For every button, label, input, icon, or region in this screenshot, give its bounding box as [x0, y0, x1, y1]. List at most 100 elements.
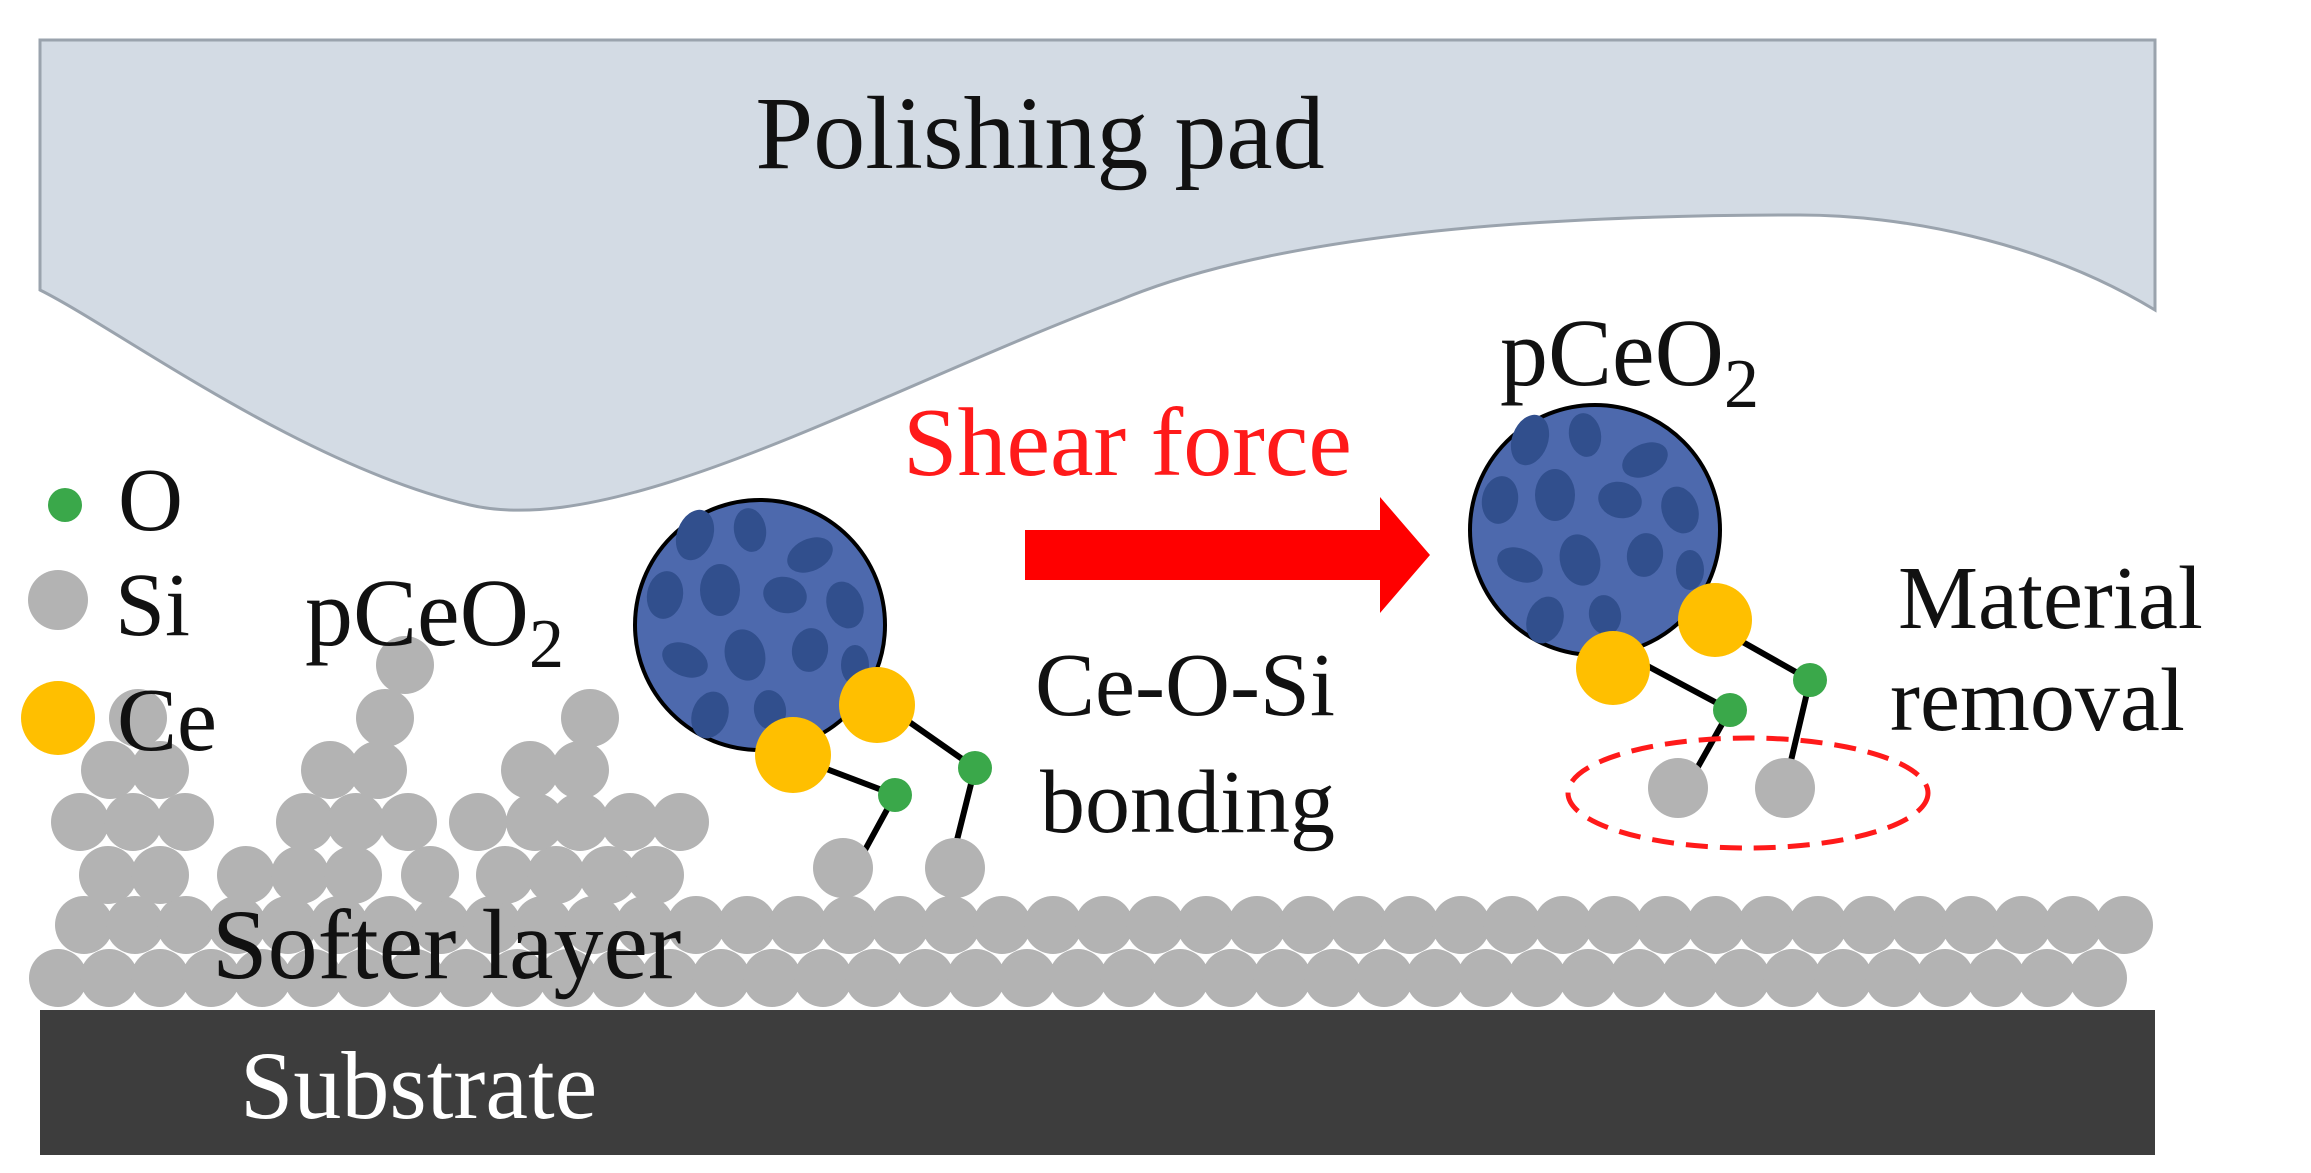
- si-atom: [1967, 949, 2025, 1007]
- si-atom: [1024, 896, 1082, 954]
- o-atom: [958, 751, 992, 785]
- polishing-pad: Polishing pad: [38, 38, 2157, 512]
- si-atom: [157, 896, 215, 954]
- si-atom: [565, 896, 623, 954]
- ce-legend-icon: [21, 681, 95, 755]
- si-atom: [412, 896, 470, 954]
- particle-spot: [787, 537, 833, 573]
- particle-spot: [826, 581, 864, 629]
- si-atom: [1687, 896, 1745, 954]
- si-atom: [743, 949, 801, 1007]
- si-atom: [514, 896, 572, 954]
- si-atom: [356, 689, 414, 747]
- si-atom: [2095, 896, 2153, 954]
- particle-spot: [700, 564, 740, 616]
- si-atom: [651, 793, 709, 851]
- material-removal-label: Material: [1898, 549, 2203, 648]
- si-atom: [947, 949, 1005, 1007]
- si-atom: [476, 846, 534, 904]
- si-atom: [1330, 896, 1388, 954]
- si-atom: [1942, 896, 2000, 954]
- si-atom: [1100, 949, 1158, 1007]
- si-atom: [55, 896, 113, 954]
- si-atom: [335, 949, 393, 1007]
- si-atom: [271, 846, 329, 904]
- si-atom: [217, 846, 275, 904]
- legend-label-ce: Ce: [117, 671, 217, 770]
- si-atom: [896, 949, 954, 1007]
- si-atom: [813, 838, 873, 898]
- si-atom: [106, 896, 164, 954]
- si-atom: [109, 689, 167, 747]
- si-atom: [1075, 896, 1133, 954]
- particle-spot: [1661, 486, 1699, 534]
- si-atom: [488, 949, 546, 1007]
- particle-spot: [1526, 596, 1564, 644]
- si-atom: [551, 793, 609, 851]
- si-atom: [1253, 949, 1311, 1007]
- si-atom: [820, 896, 878, 954]
- si-atom: [1865, 949, 1923, 1007]
- si-atom: [925, 838, 985, 898]
- particle-left-spots: [646, 508, 869, 739]
- si-atom: [1432, 896, 1490, 954]
- bonding-label: Ce-O-Si: [1035, 636, 1335, 735]
- si-atom: [998, 949, 1056, 1007]
- si-atom: [539, 949, 597, 1007]
- si-atom: [769, 896, 827, 954]
- si-atom: [80, 949, 138, 1007]
- arrow-icon: [1025, 497, 1430, 613]
- particle-formula-subscript: 2: [1724, 346, 1759, 423]
- si-atom: [1381, 896, 1439, 954]
- si-atom: [1993, 896, 2051, 954]
- si-atom: [182, 949, 240, 1007]
- si-atom: [1202, 949, 1260, 1007]
- si-atom: [386, 949, 444, 1007]
- si-atom: [51, 793, 109, 851]
- si-atom: [845, 949, 903, 1007]
- particle-spot: [1568, 413, 1602, 457]
- si-atom: [616, 896, 674, 954]
- si-atom: [579, 846, 637, 904]
- si-legend-icon: [28, 570, 88, 630]
- si-atom: [301, 741, 359, 799]
- particle-formula: pCeO: [1500, 299, 1724, 406]
- ce-atom: [1678, 583, 1752, 657]
- si-atom: [506, 793, 564, 851]
- legend: O Si Ce: [21, 451, 217, 770]
- particle-formula: pCeO: [305, 559, 529, 666]
- si-atom: [284, 949, 342, 1007]
- si-atom: [601, 793, 659, 851]
- ce-atom: [755, 717, 831, 793]
- si-atom: [361, 896, 419, 954]
- particle-spot: [1588, 595, 1622, 635]
- o-atom: [1713, 693, 1747, 727]
- softer-layer-atoms: [29, 636, 2153, 1007]
- particle-spot: [763, 576, 807, 614]
- shear-force-label: Shear force: [903, 389, 1352, 497]
- si-atom: [973, 896, 1031, 954]
- particle-spot: [1598, 481, 1642, 519]
- substrate-label: Substrate: [240, 1032, 597, 1139]
- si-atom: [1916, 949, 1974, 1007]
- substrate: Substrate: [40, 1010, 2155, 1155]
- si-atom: [2069, 949, 2127, 1007]
- si-atom: [1228, 896, 1286, 954]
- si-atom: [1177, 896, 1235, 954]
- si-atom: [1840, 896, 1898, 954]
- si-atom: [626, 846, 684, 904]
- si-atom: [1049, 949, 1107, 1007]
- particle-spot: [1497, 547, 1543, 583]
- si-atom: [718, 896, 776, 954]
- si-atom: [324, 846, 382, 904]
- ceria-particle-left: [633, 498, 992, 898]
- si-atom: [1636, 896, 1694, 954]
- si-atom: [1738, 896, 1796, 954]
- si-atom: [104, 793, 162, 851]
- particle-formula-subscript: 2: [529, 606, 564, 683]
- si-atom: [2018, 949, 2076, 1007]
- si-atom: [327, 793, 385, 851]
- si-atom: [1891, 896, 1949, 954]
- particle-spot: [791, 628, 829, 672]
